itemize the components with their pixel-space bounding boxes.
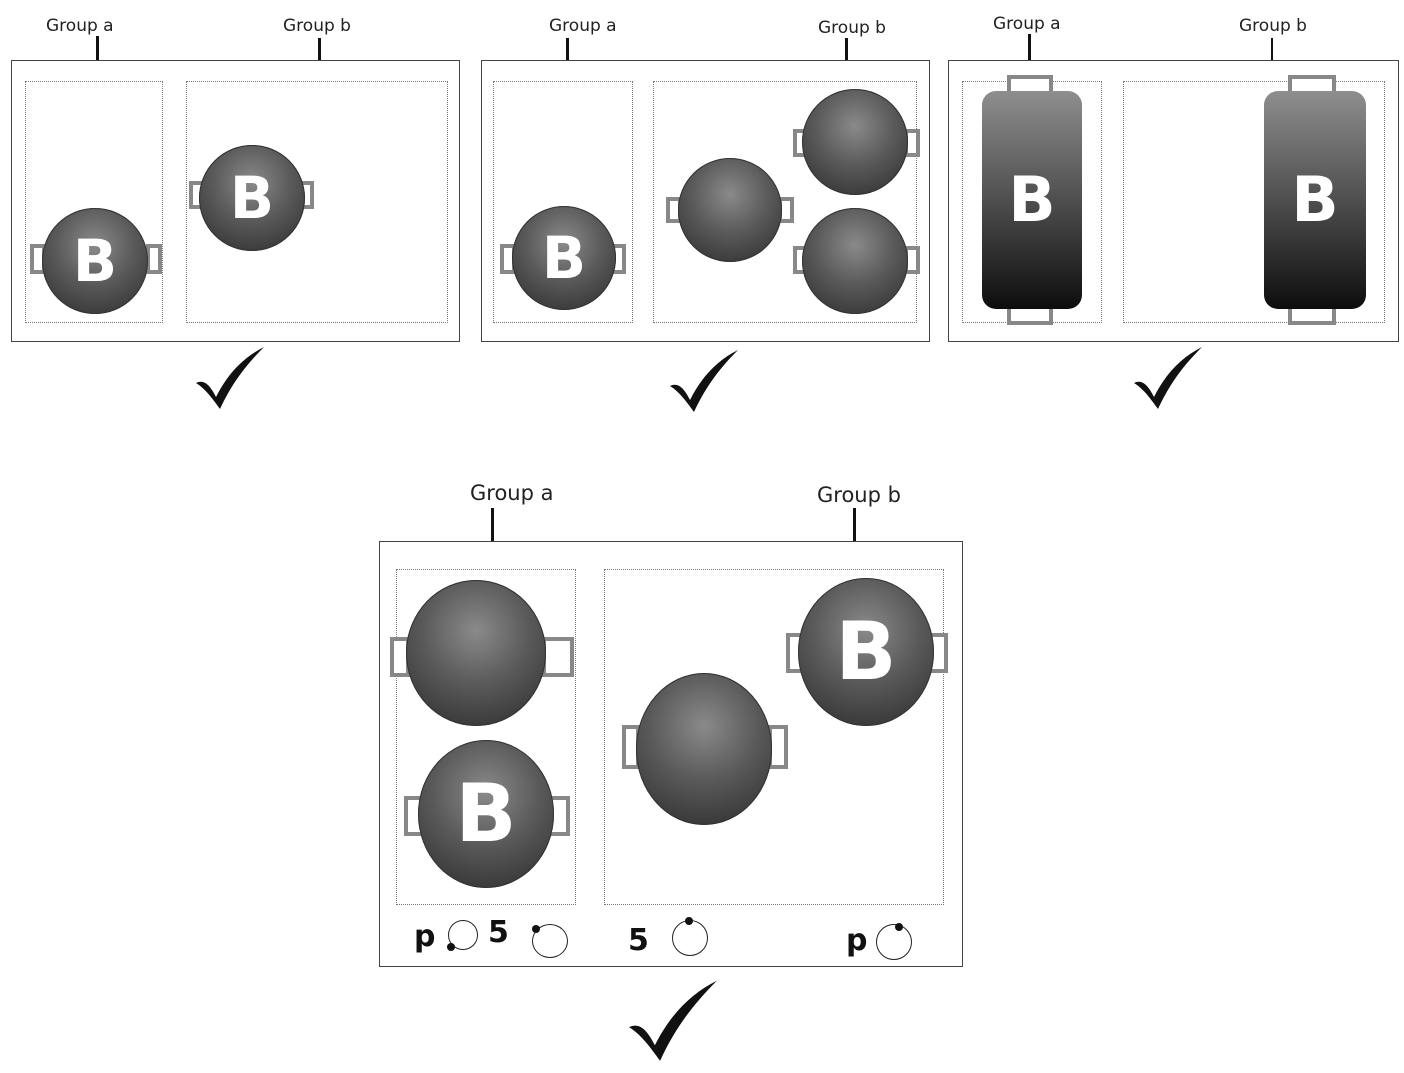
control-label-p: p: [414, 919, 436, 954]
control-label-5: 5: [488, 915, 509, 950]
check-mark-icon: [670, 350, 738, 412]
panel3-group-b-leader: [1271, 38, 1273, 72]
check-mark-icon: [629, 980, 717, 1061]
panel3-group-a-label: Group a: [993, 14, 1061, 34]
control-label-5: 5: [628, 923, 649, 958]
burner-label: B: [1291, 163, 1339, 236]
panel2-zone-group-b: [653, 81, 917, 323]
panel2-zone-group-a: [493, 81, 633, 323]
bridge-burner-group-b: B: [1264, 91, 1366, 309]
panel2-group-b-label: Group b: [818, 18, 886, 38]
burner-handle: [146, 244, 162, 274]
panel4-group-a-label: Group a: [470, 481, 554, 505]
burner-label: B: [1008, 163, 1056, 236]
check-mark-icon: [1134, 347, 1202, 409]
bridge-burner-group-a: B: [982, 91, 1082, 309]
panel1-group-b-label: Group b: [283, 16, 351, 36]
burner-handle: [542, 637, 574, 677]
knob-icon[interactable]: [672, 917, 708, 956]
panel3-group-b-label: Group b: [1239, 16, 1307, 36]
panel2-group-a-label: Group a: [549, 16, 617, 36]
knob-icon[interactable]: [876, 923, 912, 960]
burner-group-b-top: [802, 89, 908, 195]
panel1-zone-group-b: [186, 81, 448, 323]
burner-group-a-bottom: B: [418, 740, 554, 888]
knob-icon[interactable]: [532, 924, 568, 958]
burner-group-b-right: B: [798, 578, 934, 726]
cooktop-panel-2: B: [481, 60, 930, 342]
burner-label: B: [455, 767, 517, 860]
panel1-group-a-label: Group a: [46, 16, 114, 36]
burner-group-b: B: [199, 145, 305, 251]
cooktop-panel-4: B B p 5 5 p: [379, 541, 963, 967]
burner-label: B: [72, 227, 118, 295]
panel1-zone-group-a: [25, 81, 163, 323]
burner-group-b-bottom: [802, 208, 908, 314]
burner-group-b-left: [678, 158, 782, 262]
burner-group-a-top: [406, 580, 546, 726]
burner-group-a-back: B: [42, 208, 148, 314]
panel4-group-b-label: Group b: [817, 483, 901, 507]
panel4-zone-group-a: [396, 569, 576, 905]
control-label-p: p: [846, 923, 868, 958]
panel4-zone-group-b: [604, 569, 944, 905]
check-mark-icon: [196, 347, 264, 409]
burner-label: B: [541, 224, 587, 292]
cooktop-panel-1: B B: [11, 60, 460, 342]
burner-group-a: B: [512, 206, 616, 310]
burner-label: B: [835, 605, 897, 698]
panel3-group-a-leader: [1028, 34, 1031, 74]
burner-label: B: [229, 164, 275, 232]
cooktop-panel-3: B B: [948, 60, 1399, 342]
burner-group-b-left: [636, 673, 772, 825]
knob-icon[interactable]: [447, 920, 478, 951]
panel3-zone-group-b: [1123, 81, 1385, 323]
